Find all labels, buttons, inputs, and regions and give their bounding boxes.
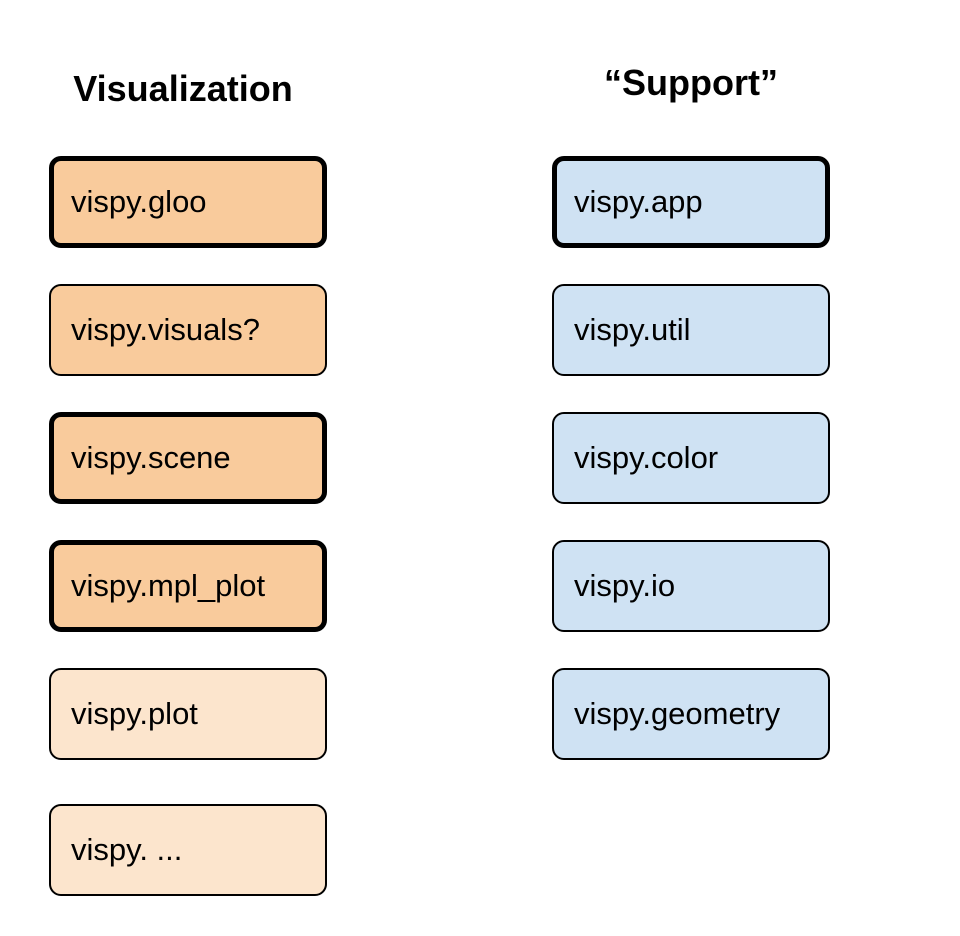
module-label: vispy.io xyxy=(574,568,676,603)
module-label: vispy.visuals? xyxy=(71,312,260,347)
module-vispy-mpl-plot: vispy.mpl_plot xyxy=(49,540,327,632)
module-vispy-app: vispy.app xyxy=(552,156,830,248)
support-heading: “Support” xyxy=(604,62,778,103)
module-label: vispy.color xyxy=(574,440,719,475)
module-vispy-color: vispy.color xyxy=(552,412,830,504)
module-label: vispy.util xyxy=(574,312,691,347)
visualization-heading: Visualization xyxy=(73,68,293,109)
module-label: vispy.plot xyxy=(71,696,198,731)
module-vispy-more: vispy. ... xyxy=(49,804,327,896)
module-vispy-util: vispy.util xyxy=(552,284,830,376)
module-vispy-geometry: vispy.geometry xyxy=(552,668,830,760)
module-vispy-gloo: vispy.gloo xyxy=(49,156,327,248)
module-vispy-plot: vispy.plot xyxy=(49,668,327,760)
module-label: vispy. ... xyxy=(71,832,183,867)
module-vispy-io: vispy.io xyxy=(552,540,830,632)
module-label: vispy.gloo xyxy=(71,184,207,219)
module-vispy-visuals: vispy.visuals? xyxy=(49,284,327,376)
module-label: vispy.geometry xyxy=(574,696,781,731)
module-label: vispy.scene xyxy=(71,440,231,475)
module-label: vispy.app xyxy=(574,184,703,219)
module-label: vispy.mpl_plot xyxy=(71,568,266,603)
module-vispy-scene: vispy.scene xyxy=(49,412,327,504)
